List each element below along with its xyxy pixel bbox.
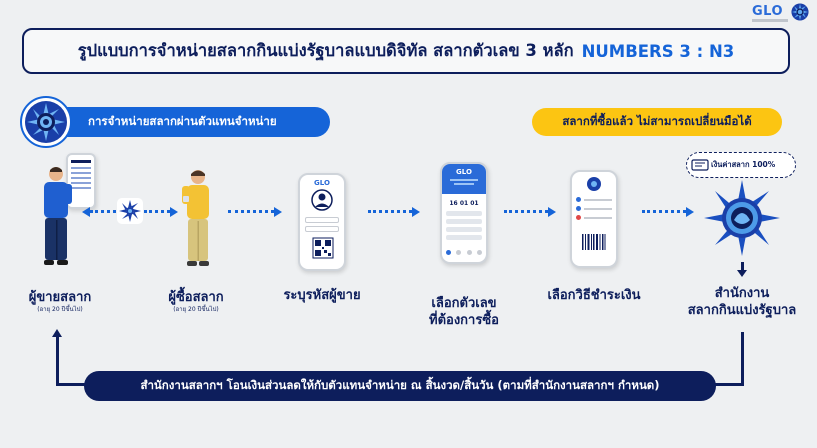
person-buyer-icon <box>182 170 209 266</box>
commission-banner: สำนักงานสลากฯ โอนเงินส่วนลดให้กับตัวแทนจ… <box>84 371 716 401</box>
payment-option <box>576 206 612 211</box>
number-row <box>446 227 482 232</box>
glo-office-label-line2: สลากกินแบ่งรัฐบาล <box>687 303 797 318</box>
payment-option <box>576 215 612 220</box>
choose-number-label-line2: ที่ต้องการซื้อ <box>429 313 499 328</box>
seller-phone-line <box>71 172 91 174</box>
choose-number-label-line1: เลือกตัวเลข <box>431 296 497 311</box>
seller-phone-line <box>71 160 91 163</box>
payment-option-icon <box>576 206 581 211</box>
title-box: รูปแบบการจำหน่ายสลากกินแบ่งรัฐบาลแบบดิจิ… <box>22 28 790 74</box>
dotted-connector <box>228 210 274 213</box>
arrow-left-icon <box>82 207 90 217</box>
number-row <box>446 219 482 224</box>
number-row <box>446 211 482 216</box>
number-row <box>446 235 482 240</box>
phone-header-line <box>454 183 474 185</box>
person-seller-icon <box>44 167 72 265</box>
seller-code-label: ระบุรหัสผู้ขาย <box>283 288 361 303</box>
glo-logo-subtitle <box>752 19 788 22</box>
seller-code-phone: GLO <box>298 173 346 271</box>
phone-logo: GLO <box>314 179 330 187</box>
flow-line-left-vertical <box>56 336 59 386</box>
phone-header-line <box>450 179 478 181</box>
agent-sales-banner: การจำหน่ายสลากผ่านตัวแทนจำหน่าย <box>40 107 330 137</box>
phone-logo: GLO <box>456 168 472 176</box>
glo-seal-icon <box>117 198 143 224</box>
arrow-down-icon <box>737 270 747 277</box>
page-title: รูปแบบการจำหน่ายสลากกินแบ่งรัฐบาลแบบดิจิ… <box>77 41 574 60</box>
arrow-right-icon <box>274 207 282 217</box>
seller-age-note: (อายุ 20 ปีขึ้นไป) <box>37 306 83 313</box>
glo-seal-icon <box>791 3 809 21</box>
no-exchange-banner-text: สลากที่ซื้อแล้ว ไม่สามารถเปลี่ยนมือได้ <box>562 114 752 128</box>
flow-line-right-horizontal <box>714 383 744 386</box>
flow-line-left-horizontal <box>56 383 86 386</box>
seller-phone-line <box>71 187 91 189</box>
no-exchange-banner: สลากที่ซื้อแล้ว ไม่สามารถเปลี่ยนมือได้ <box>532 108 782 136</box>
arrow-down-connector <box>741 262 744 272</box>
payment-option-icon <box>576 197 581 202</box>
seller-label: ผู้ขายสลาก <box>28 290 92 305</box>
payment-option-line <box>584 207 612 210</box>
arrow-right-icon <box>686 207 694 217</box>
dotted-connector <box>504 210 548 213</box>
payment-option-line <box>584 216 612 219</box>
glo-logo: GLO <box>752 4 790 24</box>
payment-tag: เงินค่าสลาก 100% <box>686 152 796 178</box>
seller-code-field <box>305 217 339 223</box>
nav-dot-icon <box>476 250 482 255</box>
glo-office-label-line1: สำนักงาน <box>714 286 770 301</box>
payment-option-icon <box>576 215 581 220</box>
user-avatar-icon <box>311 189 333 211</box>
payment-option-line <box>584 198 612 201</box>
page-title-highlight: NUMBERS 3 : N3 <box>581 41 735 61</box>
buyer-age-note: (อายุ 20 ปีขึ้นไป) <box>173 306 219 313</box>
dotted-connector <box>144 210 170 213</box>
seller-phone-line <box>71 177 91 179</box>
flow-line-right-vertical <box>741 332 744 385</box>
arrow-right-icon <box>548 207 556 217</box>
payment-option <box>576 197 612 202</box>
barcode-icon <box>582 234 606 250</box>
arrow-right-icon <box>412 207 420 217</box>
glo-logo-text: GLO <box>752 4 784 19</box>
dotted-connector <box>368 210 412 213</box>
glo-seal-icon <box>587 177 601 191</box>
phone-header-bar: GLO <box>442 164 486 194</box>
payment-tag-text: เงินค่าสลาก 100% <box>711 160 776 169</box>
dotted-connector <box>642 210 686 213</box>
phone-bottom-nav <box>446 250 482 256</box>
glo-seal-icon <box>704 180 780 256</box>
nav-dot-icon <box>466 250 472 255</box>
choose-number-phone: GLO 16 01 01 <box>440 162 488 264</box>
dotted-connector <box>90 210 116 213</box>
seller-phone-line <box>71 167 91 169</box>
arrow-right-icon <box>170 207 178 217</box>
qr-code-icon <box>312 237 334 259</box>
nav-dot-icon <box>456 250 462 255</box>
buyer-label: ผู้ซื้อสลาก <box>168 290 224 305</box>
ticket-icon <box>691 159 709 171</box>
payment-label: เลือกวิธีชำระเงิน <box>547 288 641 303</box>
nav-dot-icon <box>446 250 451 255</box>
agent-sales-banner-text: การจำหน่ายสลากผ่านตัวแทนจำหน่าย <box>88 114 277 128</box>
arrow-up-icon <box>52 329 62 337</box>
chosen-number: 16 01 01 <box>449 200 479 207</box>
glo-seal-icon <box>20 96 72 148</box>
commission-banner-text: สำนักงานสลากฯ โอนเงินส่วนลดให้กับตัวแทนจ… <box>140 378 660 392</box>
seller-code-field <box>305 226 339 232</box>
seller-phone-line <box>71 182 91 184</box>
payment-phone <box>570 170 618 268</box>
